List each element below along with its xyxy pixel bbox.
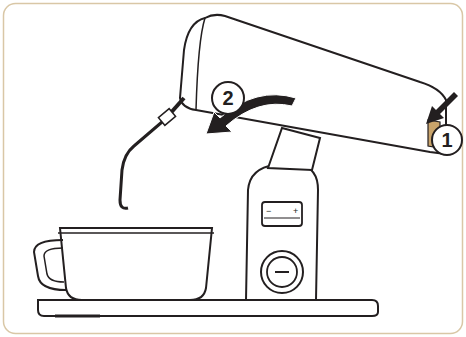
callout-number: 1: [441, 130, 452, 150]
knob-mark: [275, 271, 289, 273]
head-front-edge: [196, 18, 205, 110]
callout-circle: 1: [431, 124, 463, 156]
mixer-column: [246, 165, 318, 300]
frame-border: [4, 4, 463, 334]
head-hinge: [268, 128, 320, 170]
callout-circle: 2: [211, 81, 245, 115]
bowl-rim: [58, 232, 214, 234]
mixing-bowl: [60, 228, 212, 300]
mixer-head: [180, 15, 446, 154]
knob-inner: [267, 257, 297, 287]
speed-knob: [261, 251, 303, 293]
mixer-base: [38, 300, 378, 316]
panel-symbol: −: [266, 207, 271, 216]
display-panel: [262, 202, 302, 226]
bowl-handle-inner: [44, 248, 64, 282]
base-foot: [55, 315, 100, 318]
display-line: [264, 218, 300, 219]
bowl-handle: [34, 240, 66, 290]
press-arrow: [426, 92, 458, 124]
panel-symbol: +: [293, 207, 298, 216]
dough-hook: [120, 122, 162, 208]
callout-number: 2: [222, 88, 233, 108]
